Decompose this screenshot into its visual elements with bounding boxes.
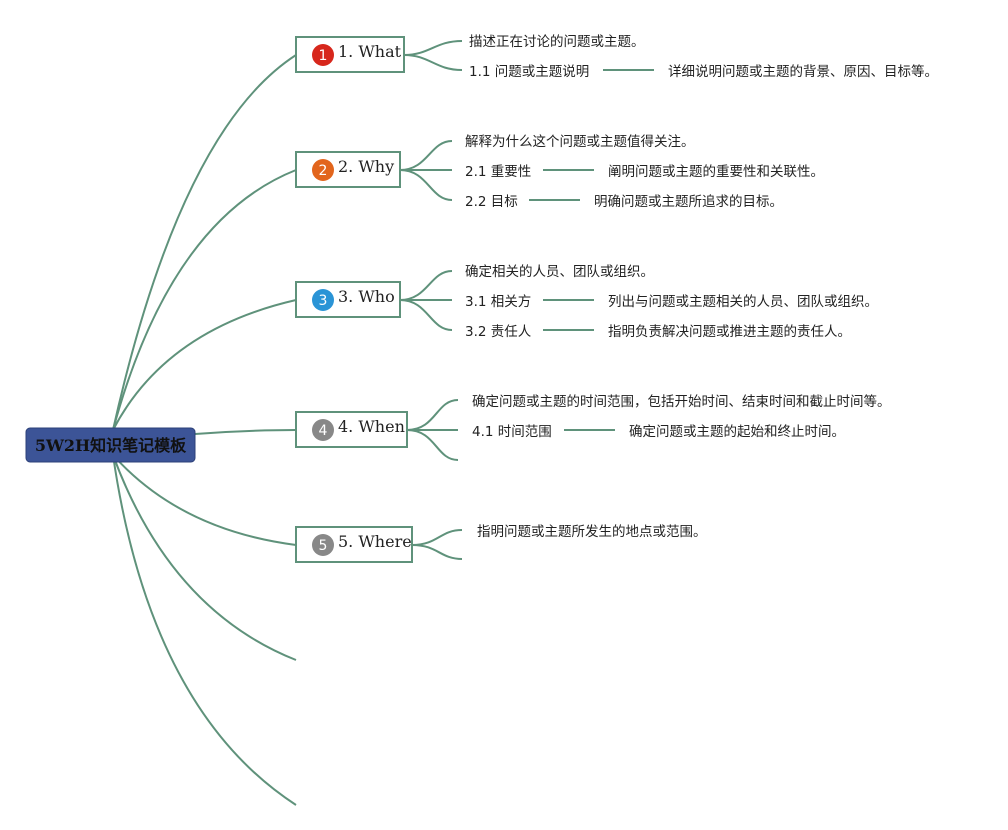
connector-root-who	[112, 299, 297, 431]
root-connectors	[112, 54, 297, 806]
why-2-1-title: 2.1 重要性	[465, 164, 531, 180]
priority-4-number: 4	[319, 423, 328, 439]
why-2-1-detail: 阐明问题或主题的重要性和关联性。	[608, 164, 824, 180]
connector-what-1-1	[403, 54, 463, 71]
topic-when-label: 4. When	[338, 417, 405, 436]
connector-root-empty-1	[112, 454, 297, 661]
connector-root-what	[112, 54, 297, 431]
root-title: 5W2H知识笔记模板	[35, 436, 187, 455]
topic-when[interactable]: 4 4. When	[295, 411, 408, 448]
connector-root-empty-2	[112, 454, 297, 806]
connector-root-why	[112, 169, 297, 431]
priority-1-icon	[312, 44, 334, 66]
topic-what[interactable]: 1 1. What	[295, 36, 405, 73]
priority-2-number: 2	[319, 163, 328, 179]
priority-1-number: 1	[319, 48, 328, 64]
why-2-2-title: 2.2 目标	[465, 194, 518, 210]
where-summary: 指明问题或主题所发生的地点或范围。	[477, 524, 707, 540]
priority-3-number: 3	[319, 293, 328, 309]
topic-where-label: 5. Where	[338, 532, 412, 551]
topic-why-label: 2. Why	[338, 157, 394, 176]
who-summary: 确定相关的人员、团队或组织。	[465, 264, 654, 280]
what-1-1-detail: 详细说明问题或主题的背景、原因、目标等。	[668, 63, 938, 80]
topic-why[interactable]: 2 2. Why	[295, 151, 401, 188]
connector-where-summary	[411, 529, 463, 546]
priority-2-icon	[312, 159, 334, 181]
root-node[interactable]: 5W2H知识笔记模板	[25, 427, 196, 463]
when-4-1-detail: 确定问题或主题的起始和终止时间。	[629, 424, 845, 440]
who-3-1-detail: 列出与问题或主题相关的人员、团队或组织。	[608, 294, 878, 310]
priority-4-icon	[312, 419, 334, 441]
connector-who-summary	[399, 270, 453, 301]
what-1-1-title: 1.1 问题或主题说明	[469, 64, 589, 80]
what-summary: 描述正在讨论的问题或主题。	[469, 34, 645, 50]
connector-where-empty	[411, 544, 463, 560]
why-summary: 解释为什么这个问题或主题值得关注。	[465, 133, 695, 150]
connector-root-where	[112, 454, 297, 546]
topic-who[interactable]: 3 3. Who	[295, 281, 401, 318]
priority-5-icon	[312, 534, 334, 556]
when-4-1-title: 4.1 时间范围	[472, 424, 552, 440]
topic-what-label: 1. What	[338, 42, 402, 61]
when-summary: 确定问题或主题的时间范围，包括开始时间、结束时间和截止时间等。	[472, 393, 891, 410]
connector-why-summary	[399, 140, 453, 171]
connector-root-when	[194, 429, 297, 435]
topic-where[interactable]: 5 5. Where	[295, 526, 413, 563]
who-3-2-detail: 指明负责解决问题或推进主题的责任人。	[608, 324, 851, 340]
priority-5-number: 5	[319, 538, 328, 554]
connector-when-summary	[406, 399, 459, 431]
connector-what-summary	[403, 40, 463, 56]
topic-who-label: 3. Who	[338, 287, 395, 306]
connector-who-3-2	[399, 299, 453, 331]
priority-3-icon	[312, 289, 334, 311]
connector-when-empty	[406, 429, 459, 461]
who-3-2-title: 3.2 责任人	[465, 324, 532, 340]
why-2-2-detail: 明确问题或主题所追求的目标。	[594, 194, 783, 210]
who-3-1-title: 3.1 相关方	[465, 294, 531, 310]
connector-why-2-2	[399, 169, 453, 201]
